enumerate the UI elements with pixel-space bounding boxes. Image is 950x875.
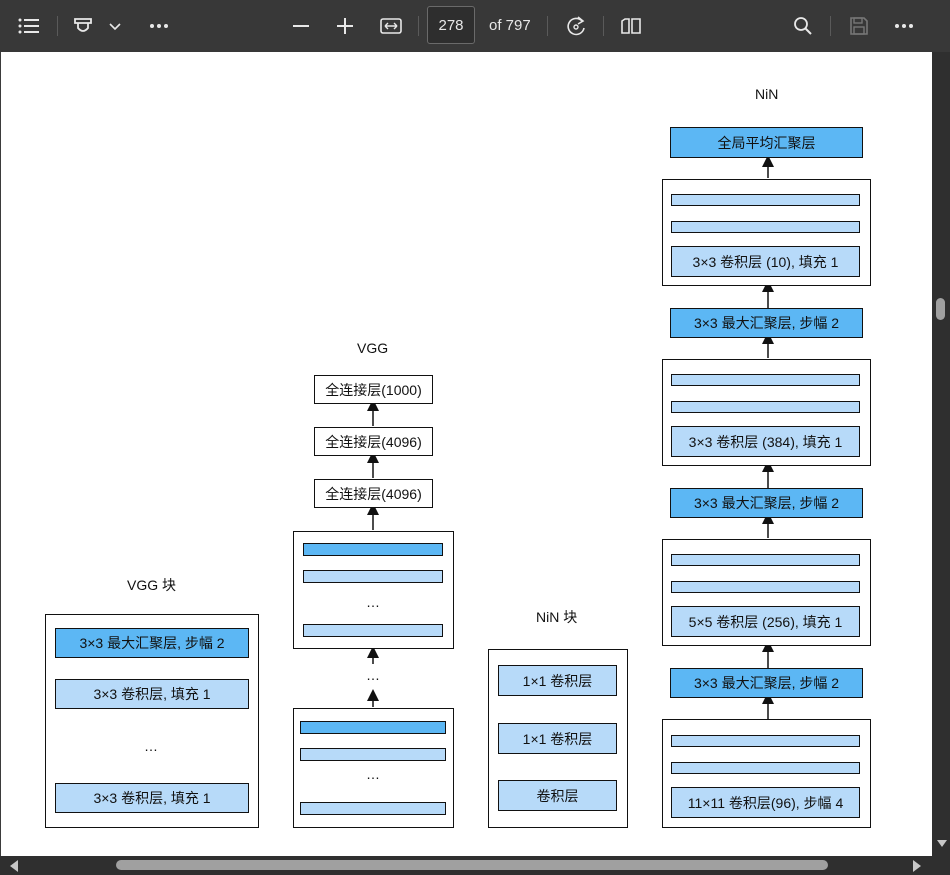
fit-width-icon[interactable]	[378, 14, 404, 38]
vgg-fc-4096: 全连接层(4096)	[314, 427, 433, 456]
nin-layer-bar	[671, 762, 860, 774]
nin-title: NiN	[755, 86, 779, 102]
chevron-down-icon[interactable]	[106, 18, 124, 36]
vgg-ellipsis: …	[366, 667, 380, 683]
vgg-layer-bar	[300, 748, 446, 761]
nin-layer-bar	[671, 374, 860, 386]
nin-conv-10: 3×3 卷积层 (10), 填充 1	[671, 246, 860, 277]
page-number-input[interactable]: 278	[427, 6, 475, 44]
nin-layer-bar	[671, 554, 860, 566]
zoom-in-icon[interactable]	[334, 14, 356, 38]
vgg-layer-bar	[300, 721, 446, 734]
pdf-toolbar: 278 of 797	[0, 0, 950, 52]
save-icon[interactable]	[846, 14, 872, 38]
nin-maxpool: 3×3 最大汇聚层, 步幅 2	[670, 308, 863, 338]
nin-block-conv1x1: 1×1 卷积层	[498, 665, 617, 696]
nin-block-conv: 卷积层	[498, 780, 617, 811]
nin-layer-bar	[671, 581, 860, 593]
search-icon[interactable]	[790, 14, 816, 38]
toolbar-divider	[830, 16, 831, 36]
document-page: VGG 块 3×3 最大汇聚层, 步幅 2 3×3 卷积层, 填充 1 … 3×…	[1, 52, 932, 856]
nin-layer-bar	[671, 194, 860, 206]
nin-layer-bar	[671, 735, 860, 747]
vgg-title: VGG	[357, 340, 389, 356]
toolbar-divider	[603, 16, 604, 36]
vgg-block-conv: 3×3 卷积层, 填充 1	[55, 783, 249, 813]
nin-block-conv1x1: 1×1 卷积层	[498, 723, 617, 754]
vgg-fc-4096: 全连接层(4096)	[314, 479, 433, 508]
vgg-block-conv: 3×3 卷积层, 填充 1	[55, 679, 249, 709]
nin-conv-256: 5×5 卷积层 (256), 填充 1	[671, 606, 860, 637]
vgg-layer-bar	[300, 802, 446, 815]
rotate-icon[interactable]	[563, 14, 589, 38]
vgg-layer-bar	[303, 624, 443, 637]
horizontal-scrollbar-thumb[interactable]	[116, 860, 828, 870]
scroll-down-arrow-icon[interactable]	[937, 840, 947, 847]
vgg-layer-bar	[303, 543, 443, 556]
vgg-ellipsis: …	[366, 766, 380, 782]
vgg-fc-1000: 全连接层(1000)	[314, 375, 433, 404]
total-pages-label: of 797	[489, 17, 531, 34]
more-icon[interactable]	[891, 14, 917, 38]
vgg-block-title: VGG 块	[127, 577, 177, 593]
nin-conv-96: 11×11 卷积层(96), 步幅 4	[671, 787, 860, 818]
draw-icon[interactable]	[70, 14, 96, 38]
vgg-layer-bar	[303, 570, 443, 583]
toolbar-divider	[547, 16, 548, 36]
vertical-scrollbar-thumb[interactable]	[936, 298, 945, 320]
nin-block-title: NiN 块	[536, 609, 578, 625]
contents-icon[interactable]	[16, 14, 42, 38]
nin-maxpool: 3×3 最大汇聚层, 步幅 2	[670, 668, 863, 698]
vgg-ellipsis: …	[366, 594, 380, 610]
zoom-out-icon[interactable]	[290, 14, 312, 38]
nin-maxpool: 3×3 最大汇聚层, 步幅 2	[670, 488, 863, 518]
vgg-block-maxpool: 3×3 最大汇聚层, 步幅 2	[55, 628, 249, 658]
vertical-scrollbar[interactable]	[932, 52, 950, 856]
scroll-right-arrow-icon[interactable]	[913, 860, 921, 872]
nin-layer-bar	[671, 401, 860, 413]
scroll-left-arrow-icon[interactable]	[10, 860, 18, 872]
toolbar-divider	[57, 16, 58, 36]
page-view-icon[interactable]	[618, 14, 644, 38]
vgg-block-ellipsis: …	[144, 738, 158, 754]
toolbar-divider	[418, 16, 419, 36]
nin-layer-bar	[671, 221, 860, 233]
more-icon[interactable]	[146, 14, 172, 38]
scrollbar-corner	[932, 856, 950, 875]
nin-global-avgpool: 全局平均汇聚层	[670, 127, 863, 158]
nin-conv-384: 3×3 卷积层 (384), 填充 1	[671, 426, 860, 457]
